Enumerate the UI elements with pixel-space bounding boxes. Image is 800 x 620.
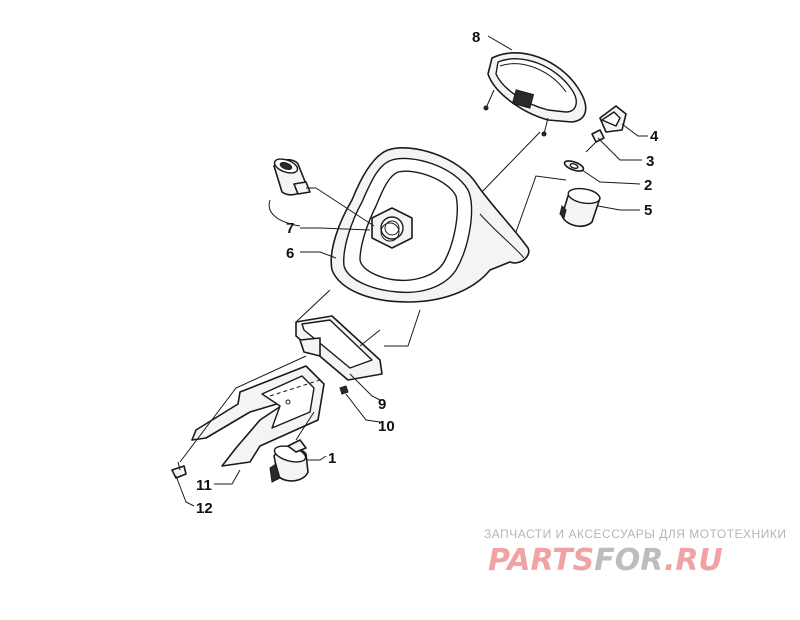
part-1-ignition-switch	[269, 439, 309, 483]
assembly-line-socket	[268, 187, 375, 227]
part-3-key	[585, 129, 605, 153]
callout-5: 5	[644, 202, 652, 219]
assembly-line-bracket	[179, 355, 307, 463]
callout-9: 9	[378, 396, 386, 413]
watermark: ЗАПЧАСТИ И АКСЕССУАРЫ ДЛЯ МОТОТЕХНИКИ PA…	[484, 527, 786, 578]
part-8-gauge	[483, 52, 587, 137]
leader-11	[214, 469, 241, 485]
watermark-logo-tld: .RU	[664, 543, 723, 578]
part-4-switch	[599, 105, 627, 133]
leader-6	[300, 251, 337, 259]
callout-8: 8	[472, 29, 480, 46]
callout-11: 11	[196, 477, 212, 494]
callout-4: 4	[650, 128, 659, 145]
leader-12	[175, 475, 195, 507]
assembly-line-switch	[295, 411, 315, 441]
leader-2	[581, 169, 641, 185]
assembly-line-housing	[295, 289, 421, 347]
watermark-tagline: ЗАПЧАСТИ И АКСЕССУАРЫ ДЛЯ МОТОТЕХНИКИ	[484, 527, 786, 541]
callout-6: 6	[286, 245, 294, 262]
leader-3	[597, 137, 642, 161]
bracket-guide	[269, 379, 321, 397]
assembly-line-gauge	[477, 131, 567, 233]
leader-4	[621, 123, 648, 137]
part-7-nut	[371, 207, 413, 249]
leader-5	[597, 205, 640, 211]
leader-1	[306, 455, 327, 461]
watermark-logo: PARTSFOR.RU	[488, 543, 723, 578]
part-12-fastener	[171, 461, 187, 479]
callout-1: 1	[328, 450, 336, 467]
callout-3: 3	[646, 153, 654, 170]
watermark-logo-parts: PARTS	[488, 543, 594, 578]
part-2-washer	[563, 160, 585, 172]
leader-10	[345, 393, 381, 423]
watermark-logo-for: FOR	[594, 543, 664, 578]
part-11-bracket	[191, 365, 325, 467]
leader-9	[349, 373, 381, 401]
callout-2: 2	[644, 177, 652, 194]
part-5-switch-housing	[559, 187, 601, 228]
callout-7: 7	[286, 220, 294, 237]
callout-10: 10	[378, 418, 395, 435]
leader-7	[300, 227, 371, 231]
callout-12: 12	[196, 500, 213, 517]
leader-8	[487, 35, 513, 51]
part-6-pod-housing	[330, 146, 530, 303]
part-10-screw	[339, 385, 349, 395]
power-socket	[273, 158, 316, 196]
part-9-trim	[295, 315, 383, 381]
